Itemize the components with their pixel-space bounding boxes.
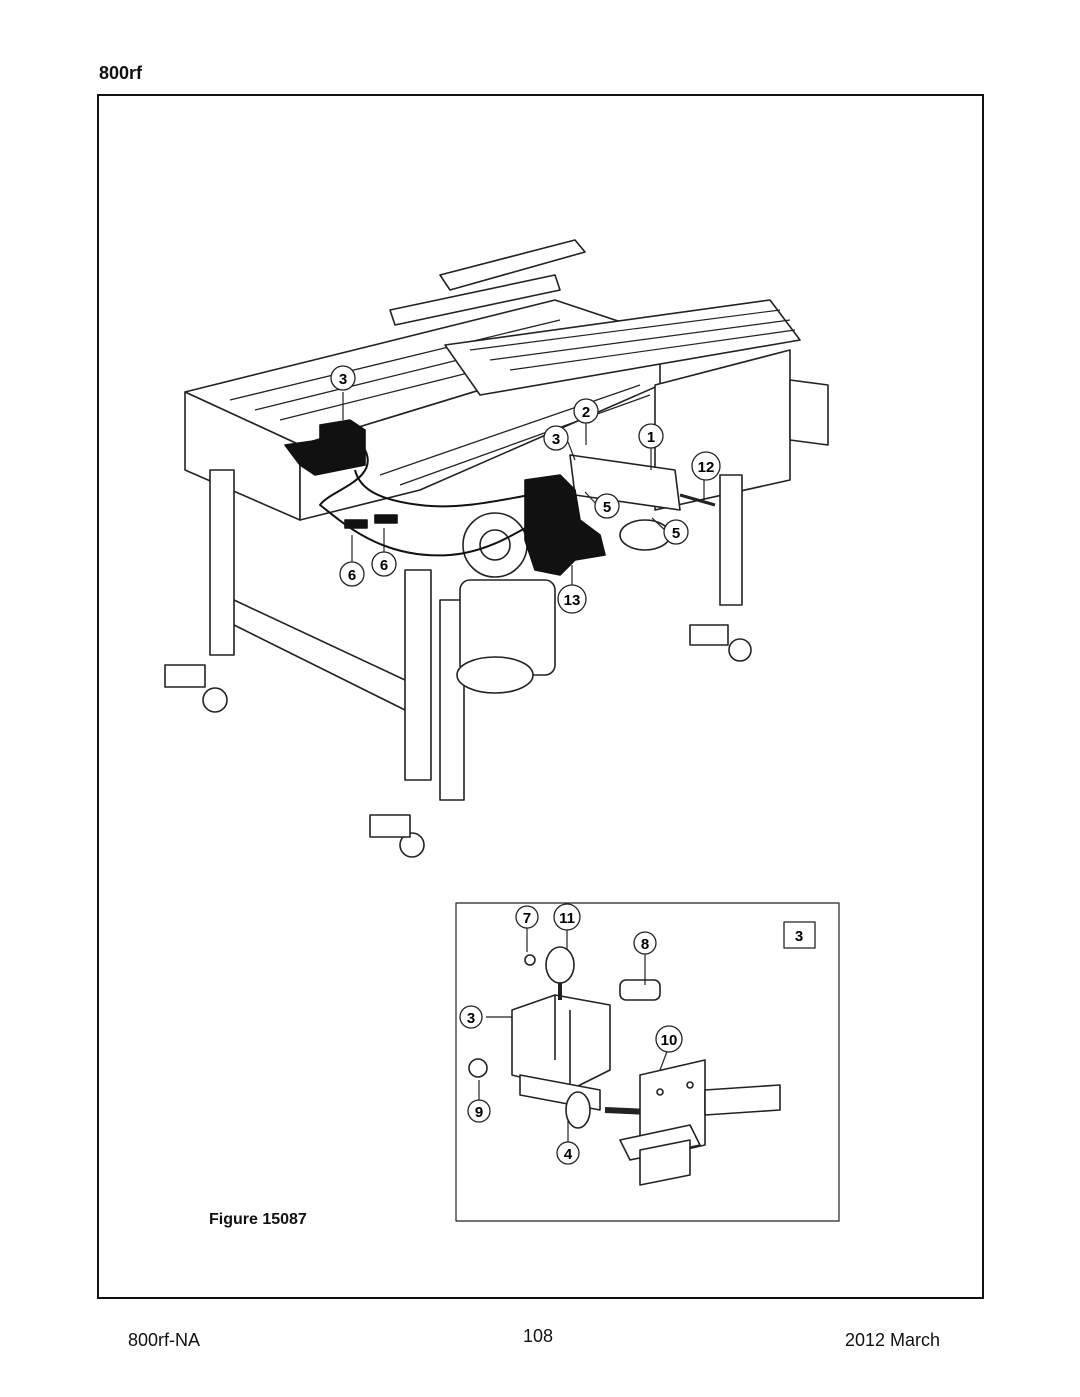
footer-date: 2012 March — [844, 1330, 940, 1350]
model-header: 800rf — [99, 63, 143, 83]
inset-callout-7: 7 — [523, 910, 531, 927]
inset-label-box — [783, 921, 816, 949]
inset-callouts: 7 11 8 3 10 9 4 — [459, 903, 683, 1165]
conveyor-frame-illustration — [164, 239, 829, 858]
callout-5: 5 — [603, 499, 611, 516]
footer-page-number: 108 — [523, 1326, 554, 1346]
valve-assembly-illustration — [284, 419, 606, 576]
callout-3: 3 — [339, 371, 347, 388]
figure-frame — [97, 94, 984, 1299]
inset-callout-11: 11 — [559, 910, 575, 927]
callout-2: 2 — [582, 404, 590, 421]
inset-bracket-illustration — [619, 1059, 781, 1186]
callout-12: 12 — [698, 459, 715, 476]
figure-caption: Figure 15087 — [209, 1211, 307, 1228]
callout-13: 13 — [564, 592, 581, 609]
callout-5b: 5 — [672, 525, 680, 542]
inset-callout-3: 3 — [467, 1010, 475, 1027]
inset-callout-9: 9 — [475, 1104, 483, 1121]
callout-circle — [330, 365, 356, 391]
wiring-illustration — [319, 449, 541, 557]
main-callouts: 3 2 3 1 12 5 5 6 6 13 — [330, 365, 721, 614]
inset-callout-10: 10 — [661, 1032, 678, 1049]
callout-6b: 6 — [380, 557, 388, 574]
callout-3b: 3 — [552, 431, 560, 448]
callout-1: 1 — [647, 429, 655, 446]
inset-label: 3 — [795, 928, 803, 945]
footer-document-id: 800rf-NA — [128, 1330, 201, 1350]
inset-callout-8: 8 — [641, 936, 649, 953]
inset-callout-4: 4 — [564, 1146, 573, 1163]
callout-6: 6 — [348, 567, 356, 584]
